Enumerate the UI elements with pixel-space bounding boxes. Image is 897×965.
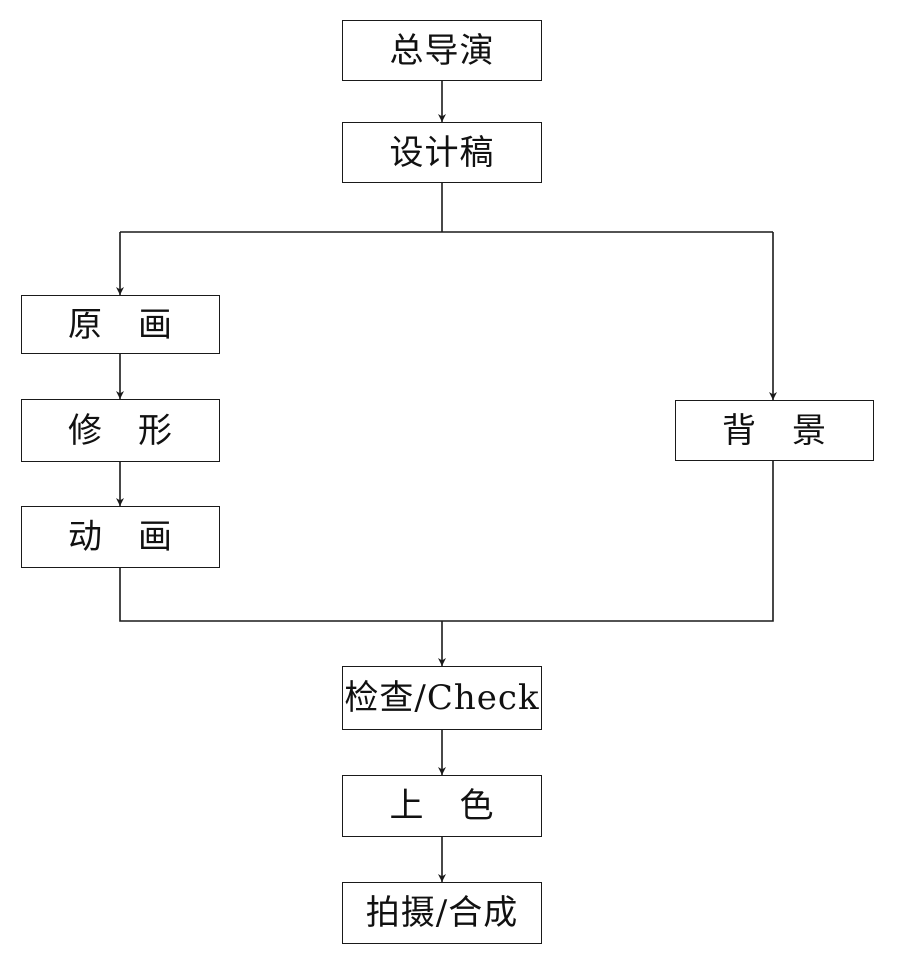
node-inbetween-label: 动 画 (68, 517, 173, 557)
node-compositing-label: 拍摄/合成 (365, 893, 519, 933)
node-coloring-label: 上 色 (389, 786, 495, 826)
line-inbetween-to-merge (119, 461, 774, 622)
node-cleanup: 修 形 (21, 399, 220, 462)
node-check-label: 检查/Check (344, 678, 540, 718)
node-layout-label: 设计稿 (389, 132, 495, 173)
node-key-animation-label: 原 画 (68, 304, 173, 345)
node-director-label: 总导演 (389, 30, 495, 71)
node-background: 背 景 (675, 400, 874, 461)
node-compositing: 拍摄/合成 (342, 882, 542, 944)
node-check: 检查/Check (342, 666, 542, 730)
node-director: 总导演 (342, 20, 542, 81)
node-key-animation: 原 画 (21, 295, 220, 354)
node-background-label: 背 景 (722, 410, 827, 451)
node-cleanup-label: 修 形 (68, 410, 173, 451)
node-inbetween: 动 画 (21, 506, 220, 568)
node-coloring: 上 色 (342, 775, 542, 837)
node-layout: 设计稿 (342, 122, 542, 183)
